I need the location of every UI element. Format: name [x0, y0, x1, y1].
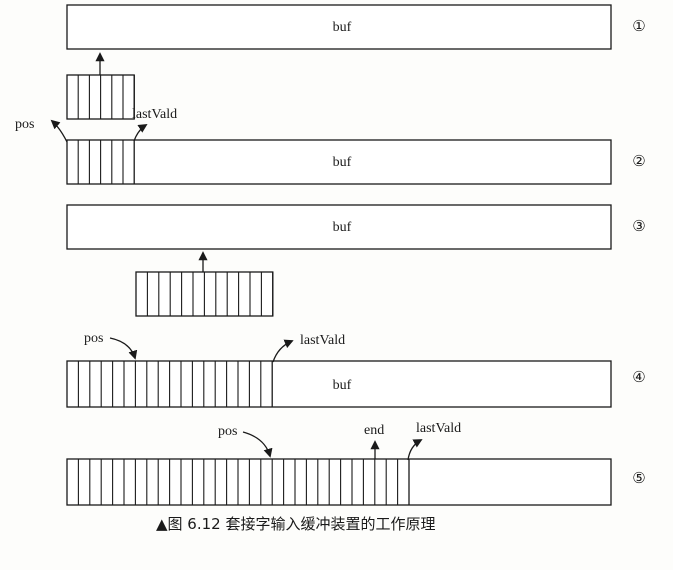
step-marker: ② — [632, 152, 645, 170]
lastvald-arrow — [133, 124, 148, 142]
step-marker: ④ — [632, 368, 645, 386]
buffer-box — [66, 204, 612, 250]
step-marker: ⑤ — [632, 469, 645, 487]
incoming-data-block — [66, 74, 135, 120]
buf-label: buf — [333, 20, 352, 35]
pos-arrow — [109, 337, 138, 360]
buf-label: buf — [333, 378, 352, 393]
buffer-box — [66, 4, 612, 50]
lastvald-label: lastVald — [416, 421, 461, 436]
pos-arrow — [50, 119, 68, 143]
filled-data-cells — [77, 459, 410, 505]
buf-label: buf — [333, 220, 352, 235]
buffer-box — [66, 139, 612, 185]
incoming-data-block — [135, 271, 274, 317]
pos-arrow — [242, 431, 273, 458]
buf-label: buf — [333, 155, 352, 170]
pos-label: pos — [218, 424, 237, 439]
filled-data-cells — [77, 361, 273, 407]
step-2: buf ② pos lastVald — [15, 107, 646, 185]
buffer-box — [66, 458, 612, 506]
step-marker: ① — [632, 17, 645, 35]
lastvald-arrow — [272, 339, 294, 363]
lastvald-label: lastVald — [300, 333, 345, 348]
end-label: end — [364, 423, 384, 438]
lastvald-label: lastVald — [132, 107, 177, 122]
step-3: buf ③ — [66, 204, 646, 317]
step-5: ⑤ pos end lastVald — [66, 421, 646, 506]
pos-label: pos — [84, 331, 103, 346]
step-marker: ③ — [632, 217, 645, 235]
pos-label: pos — [15, 117, 34, 132]
step-1: buf ① — [66, 4, 646, 120]
figure-caption: ▲图 6.12 套接字输入缓冲装置的工作原理 — [156, 515, 435, 533]
step-4: buf ④ pos lastVald — [66, 331, 646, 408]
filled-data-cells — [77, 140, 135, 184]
lastvald-arrow — [407, 439, 423, 461]
